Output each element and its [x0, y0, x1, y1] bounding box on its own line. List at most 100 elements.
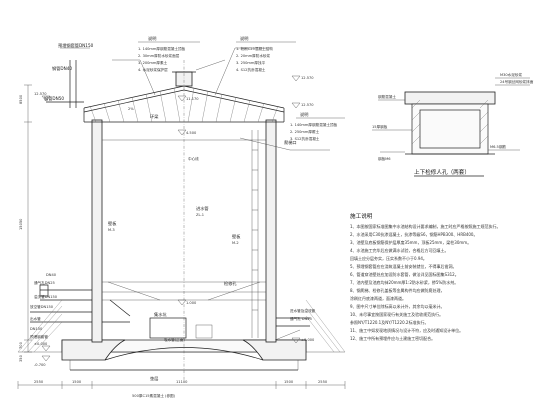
manhole-label-5: 钢板M6 [378, 156, 391, 161]
dim-bottom-1: 1500 [72, 380, 82, 384]
label-inner-mark2: 集水坑 [154, 311, 167, 318]
dim-left-3: 350 [19, 354, 23, 362]
label-left-pipe1: 通气孔DN25 [34, 280, 55, 285]
leader-lines [60, 47, 330, 341]
manhole-label-4: M6.5钢筋 [490, 144, 506, 149]
label-outlet: 吸水管(正面) [164, 337, 185, 342]
manhole-detail: M30水泥砂浆 24号钢丝网砂浆抹面 钢筋混凝土 15厚钢板 M6.5钢筋 钢板… [372, 72, 534, 177]
left-pipes [30, 289, 131, 323]
vent-flange [39, 284, 49, 297]
label-inner-mark: 检修孔 [224, 280, 237, 287]
construction-notes-title: 施工说明 [350, 212, 373, 220]
right-wall [265, 119, 277, 343]
dim-bottom-3: 1500 [284, 380, 294, 384]
label-left-pipe2: 溢流管DN150 [34, 294, 58, 299]
manhole-neck [411, 103, 489, 155]
note-box-mid-right: 说明 1. 140mm厚钢筋混凝土顶板 2. 250mm厚覆土 3. S12抗渗… [290, 111, 345, 141]
brace-left [107, 281, 161, 301]
dim-left-0: 8500 [19, 94, 23, 104]
elev-right-5: ±0.000 [301, 338, 315, 342]
note-mr-1: 2. 250mm厚覆土 [290, 129, 320, 134]
label-bottom-2: 500厚C15素混凝土 (参图) [132, 393, 176, 398]
sump-pit [149, 317, 187, 339]
note-mr-0: 1. 140mm厚钢筋混凝土顶板 [290, 122, 338, 127]
label-left-pipe3: 放空管DN150 [30, 304, 54, 309]
elev-right-1: 11.170 [186, 97, 199, 101]
cn-line-0: 1、本图按国家标准图集中水池结构设计要求编制，施工时应严格按照施工规范执行。 [350, 223, 501, 229]
note-tl-3: 4. 水泥砂浆保护层 [138, 67, 168, 72]
inverted-arch [104, 347, 264, 361]
note-tm-3: 4. S12抗渗混凝土 [236, 67, 266, 72]
elev-left-1: ±0.000 [34, 342, 48, 346]
elev-right-3: 4.500 [186, 131, 197, 135]
elev-left-2: -0.700 [34, 363, 46, 367]
elev-left-0: 12.570 [34, 92, 47, 96]
note-tl-header: 说明 [148, 35, 156, 42]
cn-line-3: 4、水池施工完毕后应做满水试验，合格后方可回填土。 [350, 247, 449, 253]
manhole-hatch [411, 99, 489, 145]
dim-left-1: 15050 [19, 218, 23, 230]
soil-hatch-right [305, 299, 346, 353]
label-inlet: 进水管 [196, 205, 209, 212]
manhole-label-0: M30水泥砂浆 [500, 72, 522, 77]
label-wall-right2: M-2 [232, 241, 239, 245]
elev-markers-left [41, 95, 51, 362]
manhole-inner [419, 109, 481, 149]
dim-left-2: 700 [19, 341, 23, 349]
cn-line-6: 6、管道穿池壁处应加设防水套管，做法详见国标图集S312。 [350, 271, 459, 277]
label-spigot-top2: 钢管DN40 [52, 65, 72, 72]
label-wall-left: 壁板 [108, 220, 117, 227]
cn-line-11: 10、未尽事宜按国家现行有关施工及验收规范执行。 [350, 311, 443, 317]
note-tm-0: 1. 粉刷C25混凝土结构 [236, 46, 273, 51]
label-right-1: 爬梯口 [284, 139, 297, 146]
label-bottom-1: 垫层 [150, 375, 158, 382]
note-mr-2: 3. S12抗渗混凝土 [290, 136, 320, 141]
cn-line-8: 8、钢爬梯、检修孔盖板等金属构件均应做防腐处理， [350, 287, 445, 293]
note-tm-header: 说明 [240, 35, 248, 42]
elev-right-0: 12.570 [301, 76, 314, 80]
elev-markers-right [177, 75, 301, 344]
note-tl-1: 2. 30mm厚防水砂浆面层 [138, 53, 180, 58]
cn-line-12: 参照NY/T1220.1及NY/T1220.2标准执行。 [350, 319, 428, 325]
cn-line-14: 12、施工中所有预埋件应与土建施工密切配合。 [350, 335, 435, 341]
dim-bottom-4: 2550 [318, 380, 328, 384]
label-right-3: 通气孔 DN25 [290, 316, 312, 321]
note-tl-0: 1. 140mm厚钢筋混凝土顶板 [138, 46, 186, 51]
label-left-pipe4: 出水管 [30, 316, 41, 321]
manhole-label-2: 钢筋混凝土 [378, 94, 396, 99]
cn-line-10: 9、图中尺寸单位除标高以米计外，其余均以毫米计。 [350, 303, 445, 309]
note-mr-header: 说明 [300, 111, 308, 118]
cn-line-5: 5、预埋钢套管应在浇筑混凝土前安装就位，不得事后凿洞。 [350, 263, 457, 269]
ladder-right [251, 130, 259, 338]
elev-right-2: 12.570 [301, 103, 314, 107]
label-wall-right: 壁板 [232, 233, 241, 240]
cn-line-13: 11、施工中如发现地质情况与设计不符，应及时通知设计单位。 [350, 327, 463, 333]
manhole-title: 上下检修人孔（两套） [414, 168, 470, 176]
construction-notes: 施工说明 1、本图按国家标准图集中水池结构设计要求编制，施工时应严格按照施工规范… [350, 212, 501, 341]
soil-slope-left [17, 299, 63, 353]
label-right-2: 进水管及溢流管 [290, 308, 316, 313]
label-ring-beam: 环梁 [150, 113, 159, 120]
note-box-top-left: 说明 1. 140mm厚钢筋混凝土顶板 2. 30mm厚防水砂浆面层 3. 20… [138, 35, 200, 72]
label-left-pipe6: 预埋钢套管 [30, 334, 48, 339]
note-tl-2: 3. 200mm厚素土 [138, 60, 168, 65]
elev-right-4: 1.000 [186, 301, 197, 305]
label-wall-left2: M-3 [108, 228, 115, 232]
manhole-label-1: 24号钢丝网砂浆抹面 [500, 79, 534, 84]
label-beam-mark: 2% [128, 107, 134, 111]
note-tm-1: 2. 20mm厚防水砂浆 [236, 53, 271, 58]
manhole-cover [404, 91, 496, 105]
outlet-box [195, 324, 213, 339]
note-box-top-mid: 说明 1. 粉刷C25混凝土结构 2. 20mm厚防水砂浆 3. 250mm厚找… [236, 35, 296, 72]
cn-line-4: 回填土应分层夯实，压实系数不小于0.94。 [350, 255, 427, 261]
brace-right [207, 281, 261, 301]
cn-line-2: 3、池壁及底板钢筋保护层厚度35mm，顶板25mm，梁柱30mm。 [350, 239, 471, 245]
tank-section [17, 47, 346, 389]
roof-bottom-chord [83, 89, 285, 113]
dim-bottom-2: 11100 [176, 380, 188, 384]
soil-hatch-left [21, 305, 63, 353]
cn-line-7: 7、池内壁及池底均抹20mm厚1:2防水砂浆，掺5%防水剂。 [350, 279, 458, 285]
label-center-mark: 中心线 [188, 156, 199, 161]
label-inlet-code: ZL-1 [196, 213, 204, 217]
